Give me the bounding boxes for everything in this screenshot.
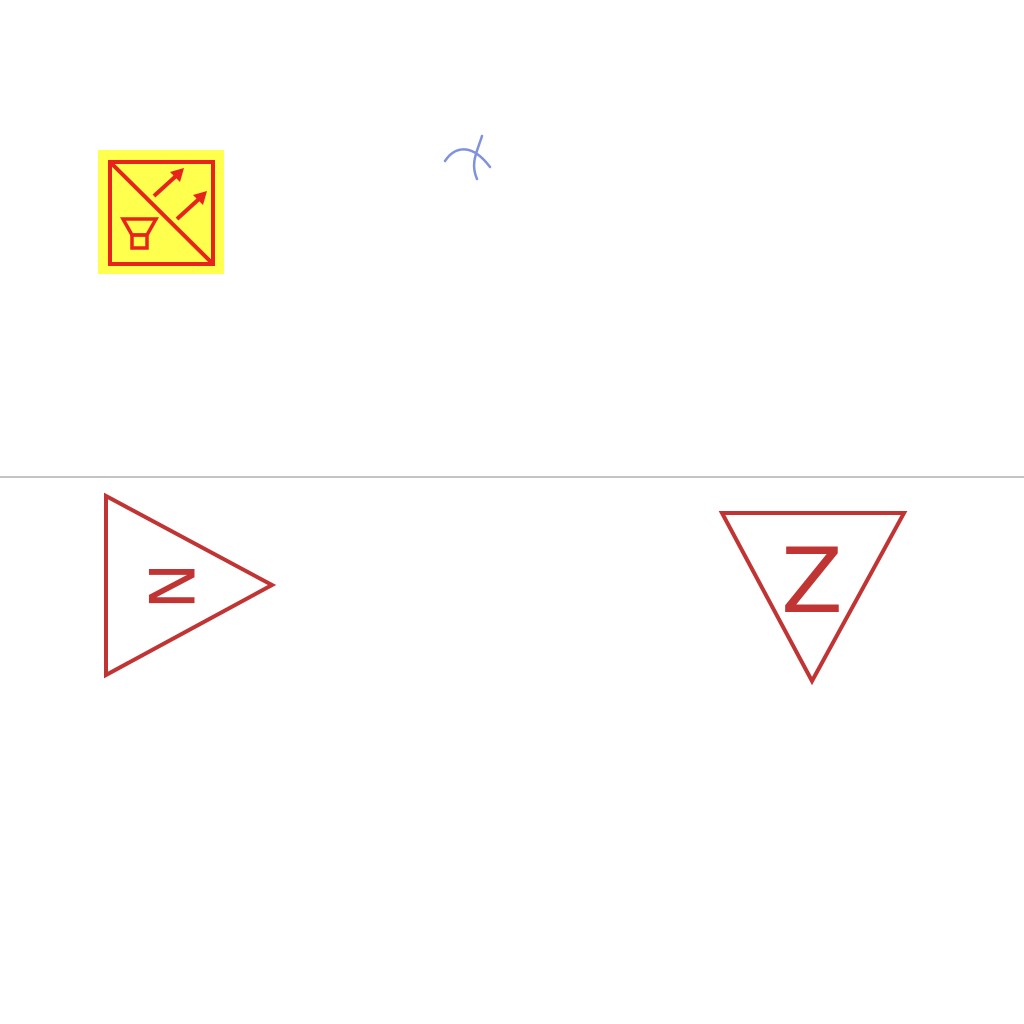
- triangle-right-letter: N: [137, 563, 210, 609]
- symbol-frame: [108, 160, 215, 266]
- triangle-right-symbol: N: [104, 492, 277, 679]
- horn-icon: [120, 217, 159, 250]
- blue-scribble-mark: [443, 134, 492, 181]
- triangle-down-letter: Z: [781, 529, 843, 634]
- crossed-box-symbol: [98, 150, 224, 274]
- triangle-right-outline: [104, 492, 277, 679]
- arrow-up-right-icon: [175, 191, 207, 221]
- arrow-up-right-icon: [152, 168, 184, 198]
- triangle-down-symbol: Z: [718, 511, 908, 686]
- symbol-diagonal: [108, 160, 215, 266]
- triangle-down-outline: [718, 511, 908, 686]
